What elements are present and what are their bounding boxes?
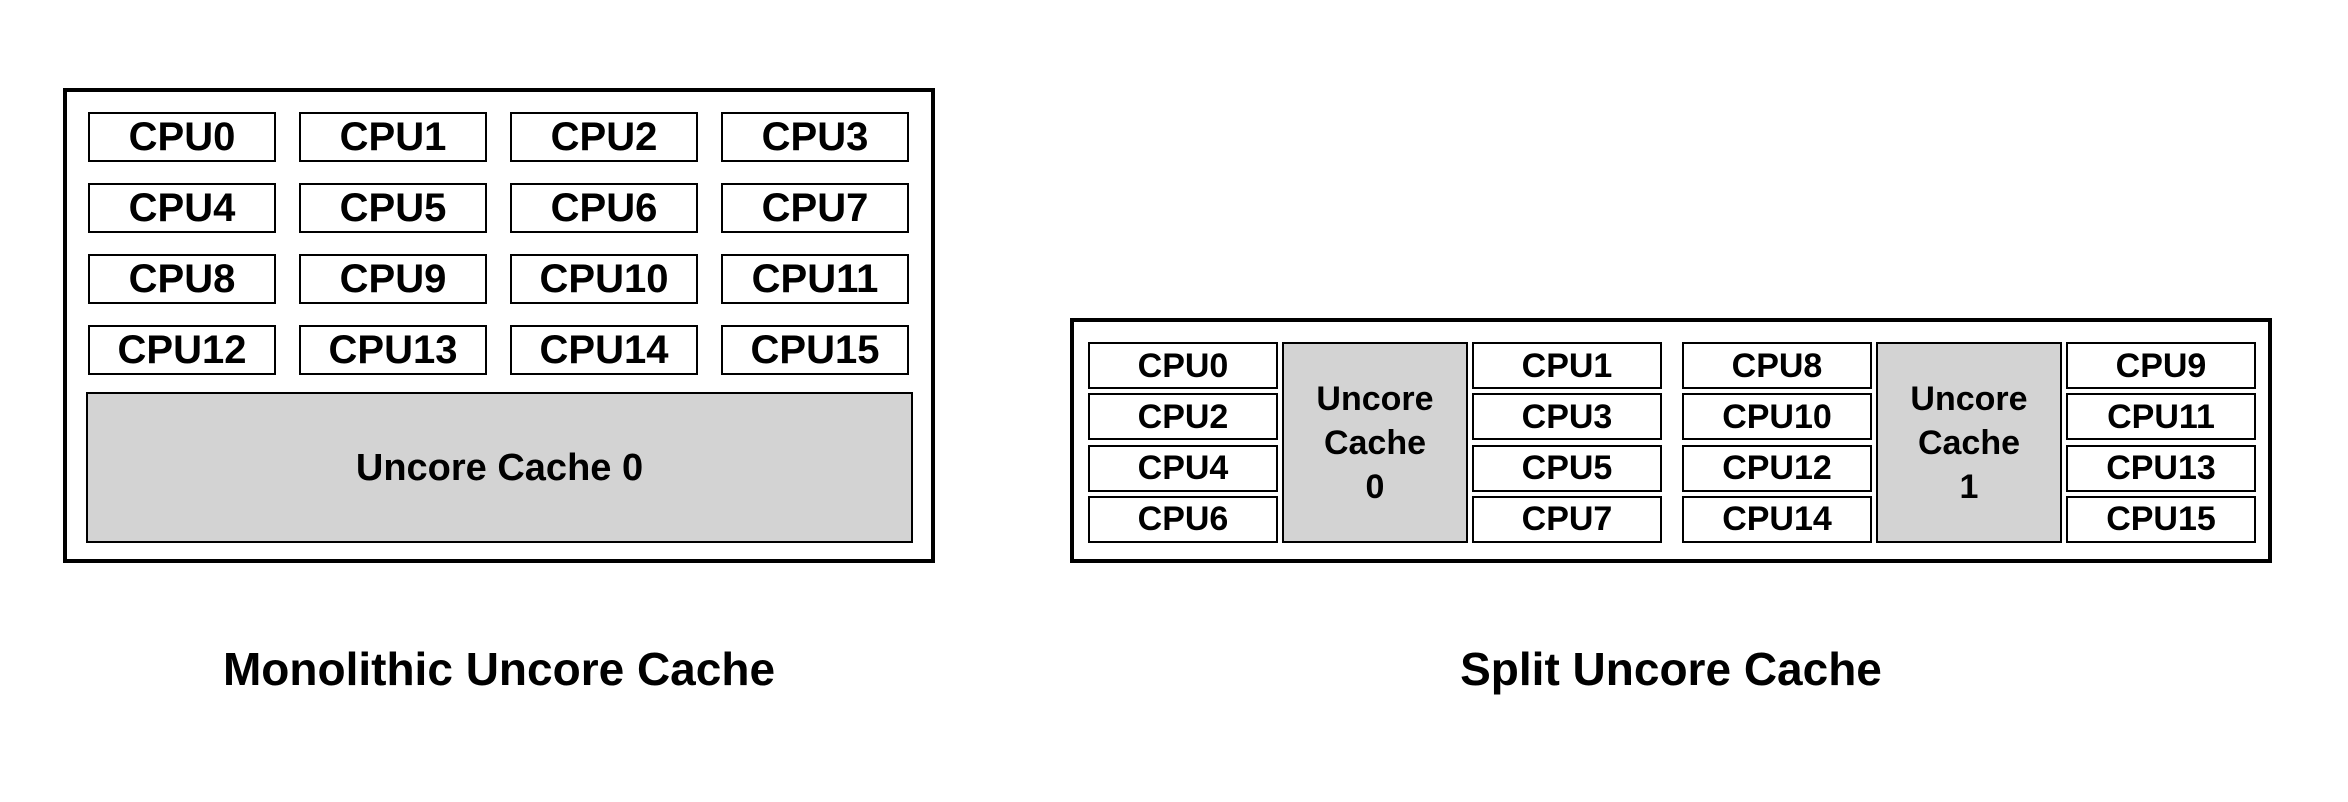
- cpu-box: CPU12: [88, 325, 276, 375]
- cpu-box: CPU7: [1472, 495, 1662, 543]
- cpu-box: CPU2: [510, 112, 698, 162]
- cache-label-line: Uncore: [1316, 379, 1434, 418]
- split-diagram: CPU0 CPU2 CPU4 CPU6 Uncore Cache 0 CPU1 …: [1070, 318, 2272, 563]
- cpu-box: CPU14: [1682, 495, 1872, 543]
- cpu-box: CPU6: [510, 183, 698, 233]
- cpu-box: CPU5: [1472, 444, 1662, 492]
- cache-label-line: Uncore: [1910, 379, 2028, 418]
- cache-label-line: 0: [1365, 467, 1385, 506]
- cpu-box: CPU11: [2066, 393, 2256, 441]
- cpu-box: CPU4: [88, 183, 276, 233]
- cpu-box: CPU1: [299, 112, 487, 162]
- cpu-box: CPU3: [1472, 393, 1662, 441]
- cpu-box: CPU4: [1088, 444, 1278, 492]
- monolithic-diagram: CPU0 CPU1 CPU2 CPU3 CPU4 CPU5 CPU6 CPU7 …: [63, 88, 935, 563]
- split-uncore-cache-0-box: Uncore Cache 0: [1282, 342, 1468, 543]
- cache-label-line: Cache: [1323, 423, 1427, 462]
- cluster-1-right-cpu-column: CPU9 CPU11 CPU13 CPU15: [2066, 342, 2256, 543]
- cpu-box: CPU8: [88, 254, 276, 304]
- split-caption: Split Uncore Cache: [1460, 643, 1882, 695]
- cpu-box: CPU12: [1682, 444, 1872, 492]
- cpu-box: CPU14: [510, 325, 698, 375]
- uncore-cache-0-box: Uncore Cache 0: [86, 392, 913, 543]
- cpu-box: CPU10: [1682, 393, 1872, 441]
- cluster-0-right-cpu-column: CPU1 CPU3 CPU5 CPU7: [1472, 342, 1662, 543]
- split-uncore-cache-1-box: Uncore Cache 1: [1876, 342, 2062, 543]
- cpu-box: CPU9: [299, 254, 487, 304]
- monolithic-caption: Monolithic Uncore Cache: [222, 643, 776, 695]
- cluster-0-left-cpu-column: CPU0 CPU2 CPU4 CPU6: [1088, 342, 1278, 543]
- cpu-box: CPU15: [721, 325, 909, 375]
- cpu-box: CPU15: [2066, 495, 2256, 543]
- monolithic-cpu-grid: CPU0 CPU1 CPU2 CPU3 CPU4 CPU5 CPU6 CPU7 …: [88, 112, 909, 375]
- cpu-box: CPU13: [299, 325, 487, 375]
- cpu-box: CPU13: [2066, 444, 2256, 492]
- cache-label-line: 1: [1959, 467, 1979, 506]
- cpu-box: CPU11: [721, 254, 909, 304]
- cache-label-line: Cache: [1917, 423, 2021, 462]
- cpu-box: CPU9: [2066, 342, 2256, 389]
- cpu-box: CPU0: [88, 112, 276, 162]
- split-cluster-1: CPU8 CPU10 CPU12 CPU14 Uncore Cache 1 CP…: [1682, 342, 2256, 543]
- cpu-box: CPU0: [1088, 342, 1278, 389]
- cpu-box: CPU2: [1088, 393, 1278, 441]
- split-cluster-0: CPU0 CPU2 CPU4 CPU6 Uncore Cache 0 CPU1 …: [1088, 342, 1662, 543]
- cpu-box: CPU1: [1472, 342, 1662, 389]
- cpu-box: CPU5: [299, 183, 487, 233]
- cluster-1-left-cpu-column: CPU8 CPU10 CPU12 CPU14: [1682, 342, 1872, 543]
- cpu-box: CPU8: [1682, 342, 1872, 389]
- cpu-box: CPU10: [510, 254, 698, 304]
- cpu-box: CPU6: [1088, 495, 1278, 543]
- cpu-box: CPU7: [721, 183, 909, 233]
- cpu-box: CPU3: [721, 112, 909, 162]
